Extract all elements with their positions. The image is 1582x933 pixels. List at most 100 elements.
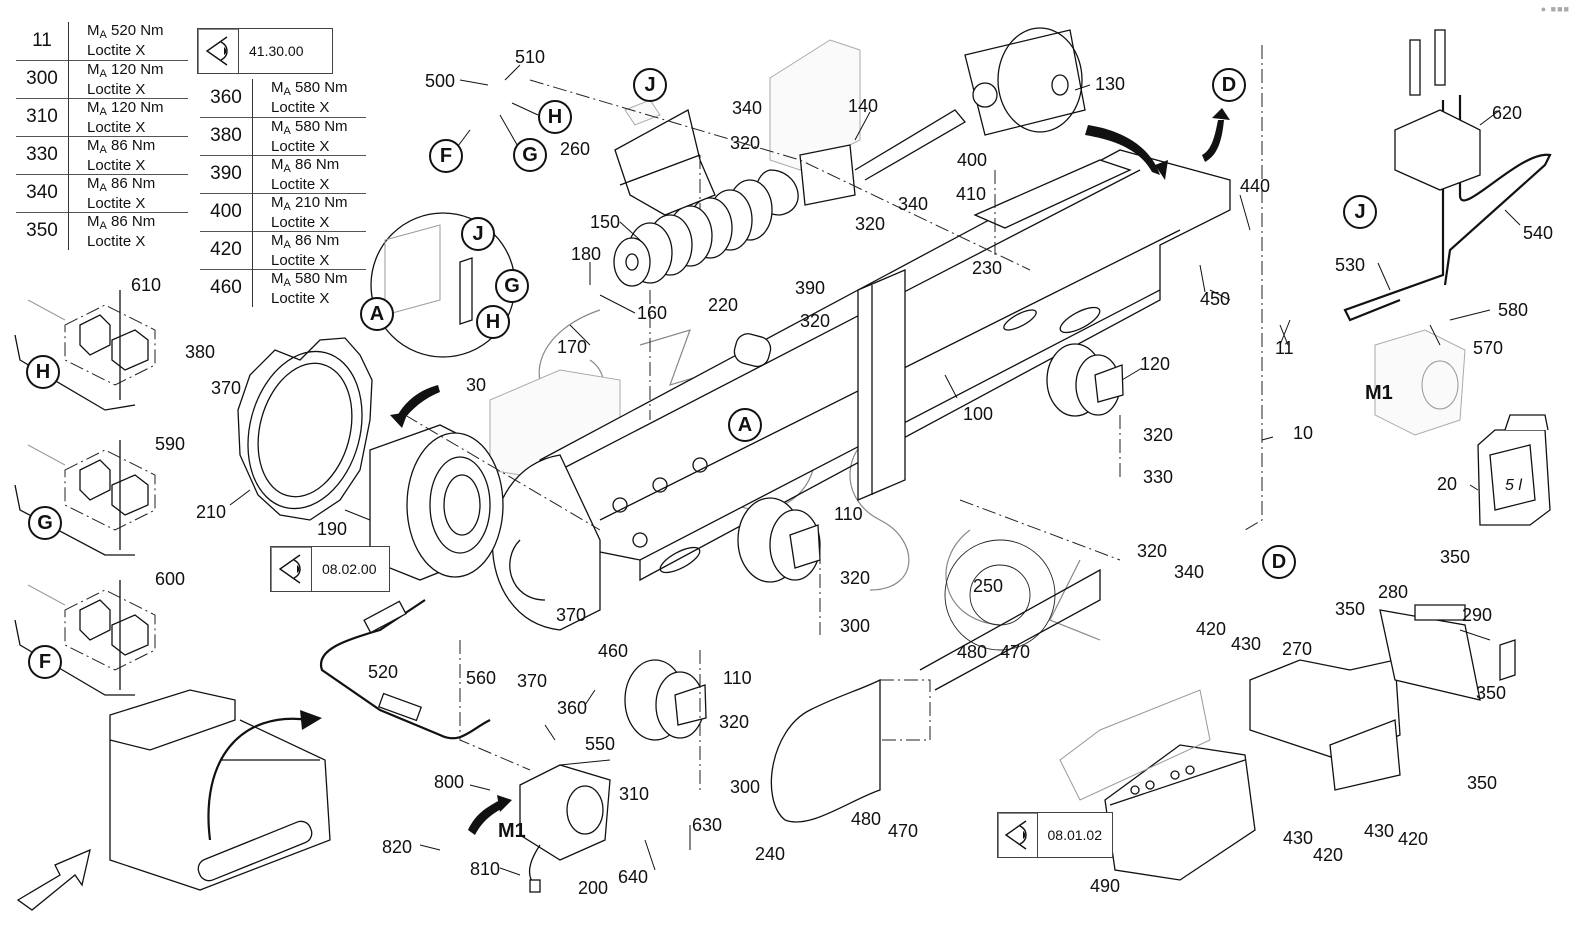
- callout-motor-m1[interactable]: M1: [498, 820, 526, 842]
- callout-part-320[interactable]: 320: [800, 311, 831, 331]
- page-reference-08-01-02[interactable]: 08.01.02: [997, 812, 1113, 858]
- callout-part-320[interactable]: 320: [730, 133, 761, 153]
- detail-marker-a[interactable]: A: [728, 408, 762, 442]
- callout-part-500[interactable]: 500: [425, 71, 456, 91]
- callout-part-430[interactable]: 430: [1231, 634, 1262, 654]
- callout-part-360[interactable]: 360: [557, 698, 588, 718]
- callout-part-540[interactable]: 540: [1523, 223, 1554, 243]
- page-reference-08-02-00[interactable]: 08.02.00: [270, 546, 390, 592]
- detail-marker-g[interactable]: G: [28, 506, 62, 540]
- callout-part-610[interactable]: 610: [131, 275, 162, 295]
- callout-part-240[interactable]: 240: [755, 844, 786, 864]
- callout-part-440[interactable]: 440: [1240, 176, 1271, 196]
- callout-part-490[interactable]: 490: [1090, 876, 1121, 896]
- detail-marker-a[interactable]: A: [360, 297, 394, 331]
- detail-marker-g[interactable]: G: [495, 269, 529, 303]
- callout-part-480[interactable]: 480: [851, 809, 882, 829]
- detail-marker-d[interactable]: D: [1212, 68, 1246, 102]
- callout-part-11[interactable]: 11: [1275, 338, 1294, 358]
- callout-part-520[interactable]: 520: [368, 662, 399, 682]
- callout-part-620[interactable]: 620: [1492, 103, 1523, 123]
- callout-part-250[interactable]: 250: [973, 576, 1004, 596]
- callout-part-180[interactable]: 180: [571, 244, 602, 264]
- callout-part-120[interactable]: 120: [1140, 354, 1171, 374]
- callout-part-370[interactable]: 370: [556, 605, 587, 625]
- callout-part-270[interactable]: 270: [1282, 639, 1313, 659]
- callout-part-230[interactable]: 230: [972, 258, 1003, 278]
- callout-part-300[interactable]: 300: [840, 616, 871, 636]
- callout-part-280[interactable]: 280: [1378, 582, 1409, 602]
- callout-part-310[interactable]: 310: [619, 784, 650, 804]
- callout-part-110[interactable]: 110: [723, 668, 752, 688]
- callout-part-530[interactable]: 530: [1335, 255, 1366, 275]
- callout-part-320[interactable]: 320: [840, 568, 871, 588]
- callout-part-420[interactable]: 420: [1313, 845, 1344, 865]
- detail-marker-f[interactable]: F: [429, 139, 463, 173]
- callout-part-350[interactable]: 350: [1467, 773, 1498, 793]
- callout-part-340[interactable]: 340: [1174, 562, 1205, 582]
- callout-part-320[interactable]: 320: [719, 712, 750, 732]
- callout-part-260[interactable]: 260: [560, 139, 591, 159]
- callout-part-810[interactable]: 810: [470, 859, 501, 879]
- callout-part-570[interactable]: 570: [1473, 338, 1504, 358]
- callout-part-10[interactable]: 10: [1293, 423, 1314, 443]
- callout-part-470[interactable]: 470: [1000, 642, 1031, 662]
- callout-part-130[interactable]: 130: [1095, 74, 1126, 94]
- callout-part-390[interactable]: 390: [795, 278, 826, 298]
- detail-marker-j[interactable]: J: [1343, 195, 1377, 229]
- callout-part-340[interactable]: 340: [732, 98, 763, 118]
- callout-part-350[interactable]: 350: [1335, 599, 1366, 619]
- callout-part-430[interactable]: 430: [1364, 821, 1395, 841]
- callout-part-800[interactable]: 800: [434, 772, 465, 792]
- callout-part-450[interactable]: 450: [1200, 289, 1231, 309]
- callout-part-400[interactable]: 400: [957, 150, 988, 170]
- detail-marker-h[interactable]: H: [476, 305, 510, 339]
- callout-part-300[interactable]: 300: [730, 777, 761, 797]
- callout-part-340[interactable]: 340: [898, 194, 929, 214]
- callout-part-630[interactable]: 630: [692, 815, 723, 835]
- callout-part-330[interactable]: 330: [1143, 467, 1174, 487]
- callout-part-220[interactable]: 220: [708, 295, 739, 315]
- callout-part-820[interactable]: 820: [382, 837, 413, 857]
- callout-part-510[interactable]: 510: [515, 47, 546, 67]
- callout-part-480[interactable]: 480: [957, 642, 988, 662]
- callout-part-380[interactable]: 380: [185, 342, 216, 362]
- detail-marker-j[interactable]: J: [633, 68, 667, 102]
- callout-part-370[interactable]: 370: [517, 671, 548, 691]
- detail-marker-d[interactable]: D: [1262, 545, 1296, 579]
- callout-part-560[interactable]: 560: [466, 668, 497, 688]
- callout-part-320[interactable]: 320: [1137, 541, 1168, 561]
- callout-part-430[interactable]: 430: [1283, 828, 1314, 848]
- callout-part-600[interactable]: 600: [155, 569, 186, 589]
- callout-part-200[interactable]: 200: [578, 878, 609, 898]
- callout-part-420[interactable]: 420: [1196, 619, 1227, 639]
- callout-part-460[interactable]: 460: [598, 641, 629, 661]
- callout-part-320[interactable]: 320: [1143, 425, 1174, 445]
- callout-part-20[interactable]: 20: [1437, 474, 1458, 494]
- callout-part-190[interactable]: 190: [317, 519, 348, 539]
- page-reference-41-30-00[interactable]: 41.30.00: [197, 28, 333, 74]
- detail-marker-h[interactable]: H: [538, 100, 572, 134]
- callout-part-580[interactable]: 580: [1498, 300, 1529, 320]
- callout-part-410[interactable]: 410: [956, 184, 987, 204]
- callout-part-590[interactable]: 590: [155, 434, 186, 454]
- detail-marker-h[interactable]: H: [26, 355, 60, 389]
- callout-part-420[interactable]: 420: [1398, 829, 1429, 849]
- callout-part-350[interactable]: 350: [1440, 547, 1471, 567]
- callout-part-110[interactable]: 110: [834, 504, 863, 524]
- callout-part-320[interactable]: 320: [855, 214, 886, 234]
- callout-part-370[interactable]: 370: [211, 378, 242, 398]
- callout-part-140[interactable]: 140: [848, 96, 879, 116]
- callout-part-290[interactable]: 290: [1462, 605, 1493, 625]
- callout-part-30[interactable]: 30: [466, 375, 487, 395]
- callout-motor-m1[interactable]: M1: [1365, 382, 1393, 404]
- callout-part-160[interactable]: 160: [637, 303, 668, 323]
- callout-part-170[interactable]: 170: [557, 337, 588, 357]
- callout-part-640[interactable]: 640: [618, 867, 649, 887]
- callout-part-150[interactable]: 150: [590, 212, 621, 232]
- detail-marker-j[interactable]: J: [461, 217, 495, 251]
- detail-marker-g[interactable]: G: [513, 138, 547, 172]
- callout-part-550[interactable]: 550: [585, 734, 616, 754]
- callout-part-470[interactable]: 470: [888, 821, 919, 841]
- detail-marker-f[interactable]: F: [28, 645, 62, 679]
